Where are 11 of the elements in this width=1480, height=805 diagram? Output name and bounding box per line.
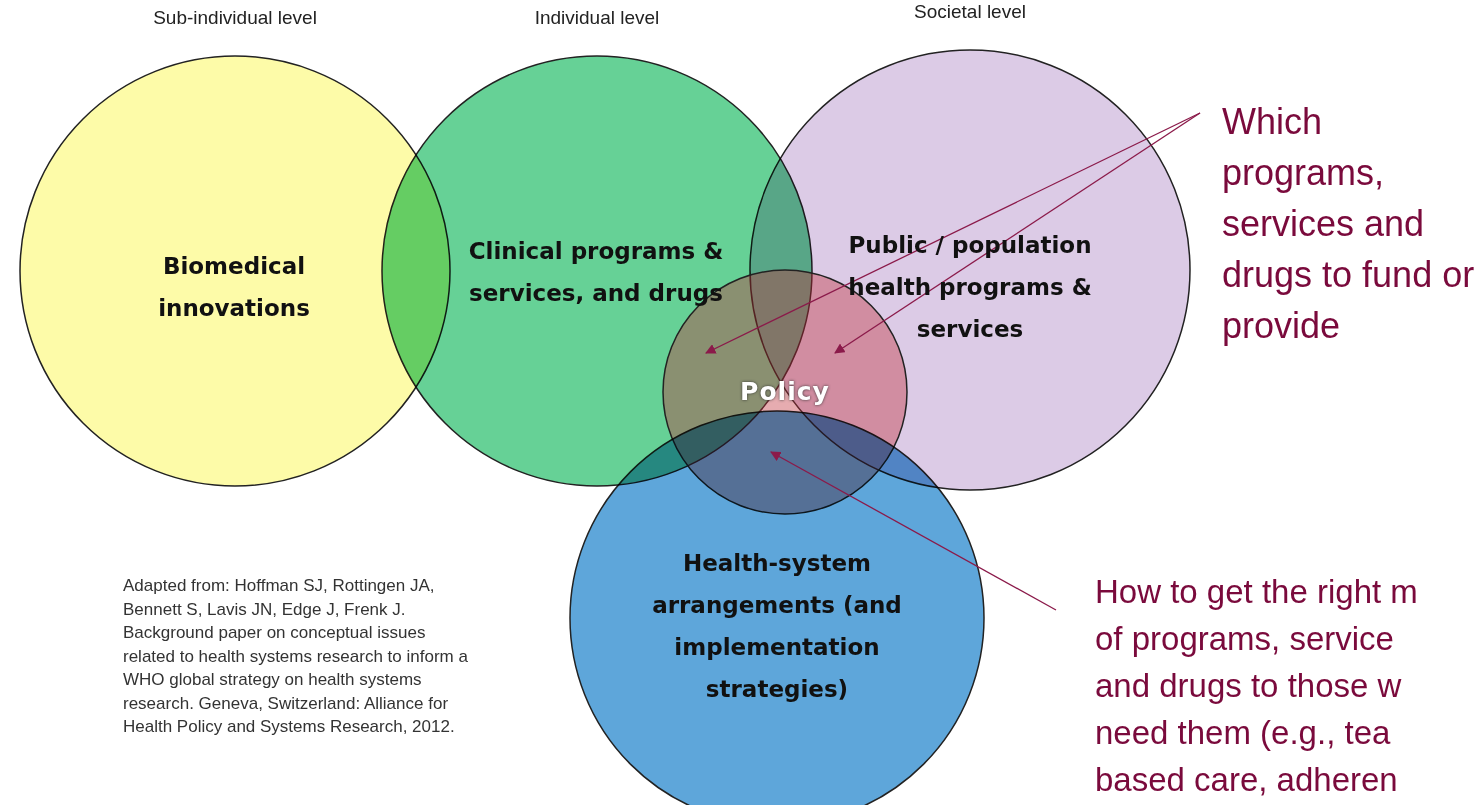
citation-note: Adapted from: Hoffman SJ, Rottingen JA, Bennett S, Lavis JN, Edge J, Frenk J. Background paper on conceptual issues related to health systems research to inform a WHO global strategy on health systems research. Geneva, Switzerland: Alliance for Health Policy and Systems Research, 2012. bbox=[123, 575, 468, 738]
level-heading: Individual level bbox=[533, 7, 661, 29]
circle-label: Health-system arrangements (and implementation strategies) bbox=[651, 549, 903, 704]
leader-arrow bbox=[770, 451, 1057, 611]
circle-label: Biomedical innovations bbox=[157, 252, 311, 323]
level-heading: Societal level bbox=[913, 1, 1027, 23]
level-heading: Sub-individual level bbox=[152, 7, 318, 29]
callout-text: Which programs, services and drugs to fund or provide bbox=[1222, 100, 1476, 348]
callout-text: How to get the right m of programs, service and drugs to those w need them (e.g., tea based care, adheren bbox=[1095, 572, 1419, 800]
leader-arrow bbox=[834, 112, 1201, 354]
leader-arrow bbox=[705, 112, 1201, 354]
